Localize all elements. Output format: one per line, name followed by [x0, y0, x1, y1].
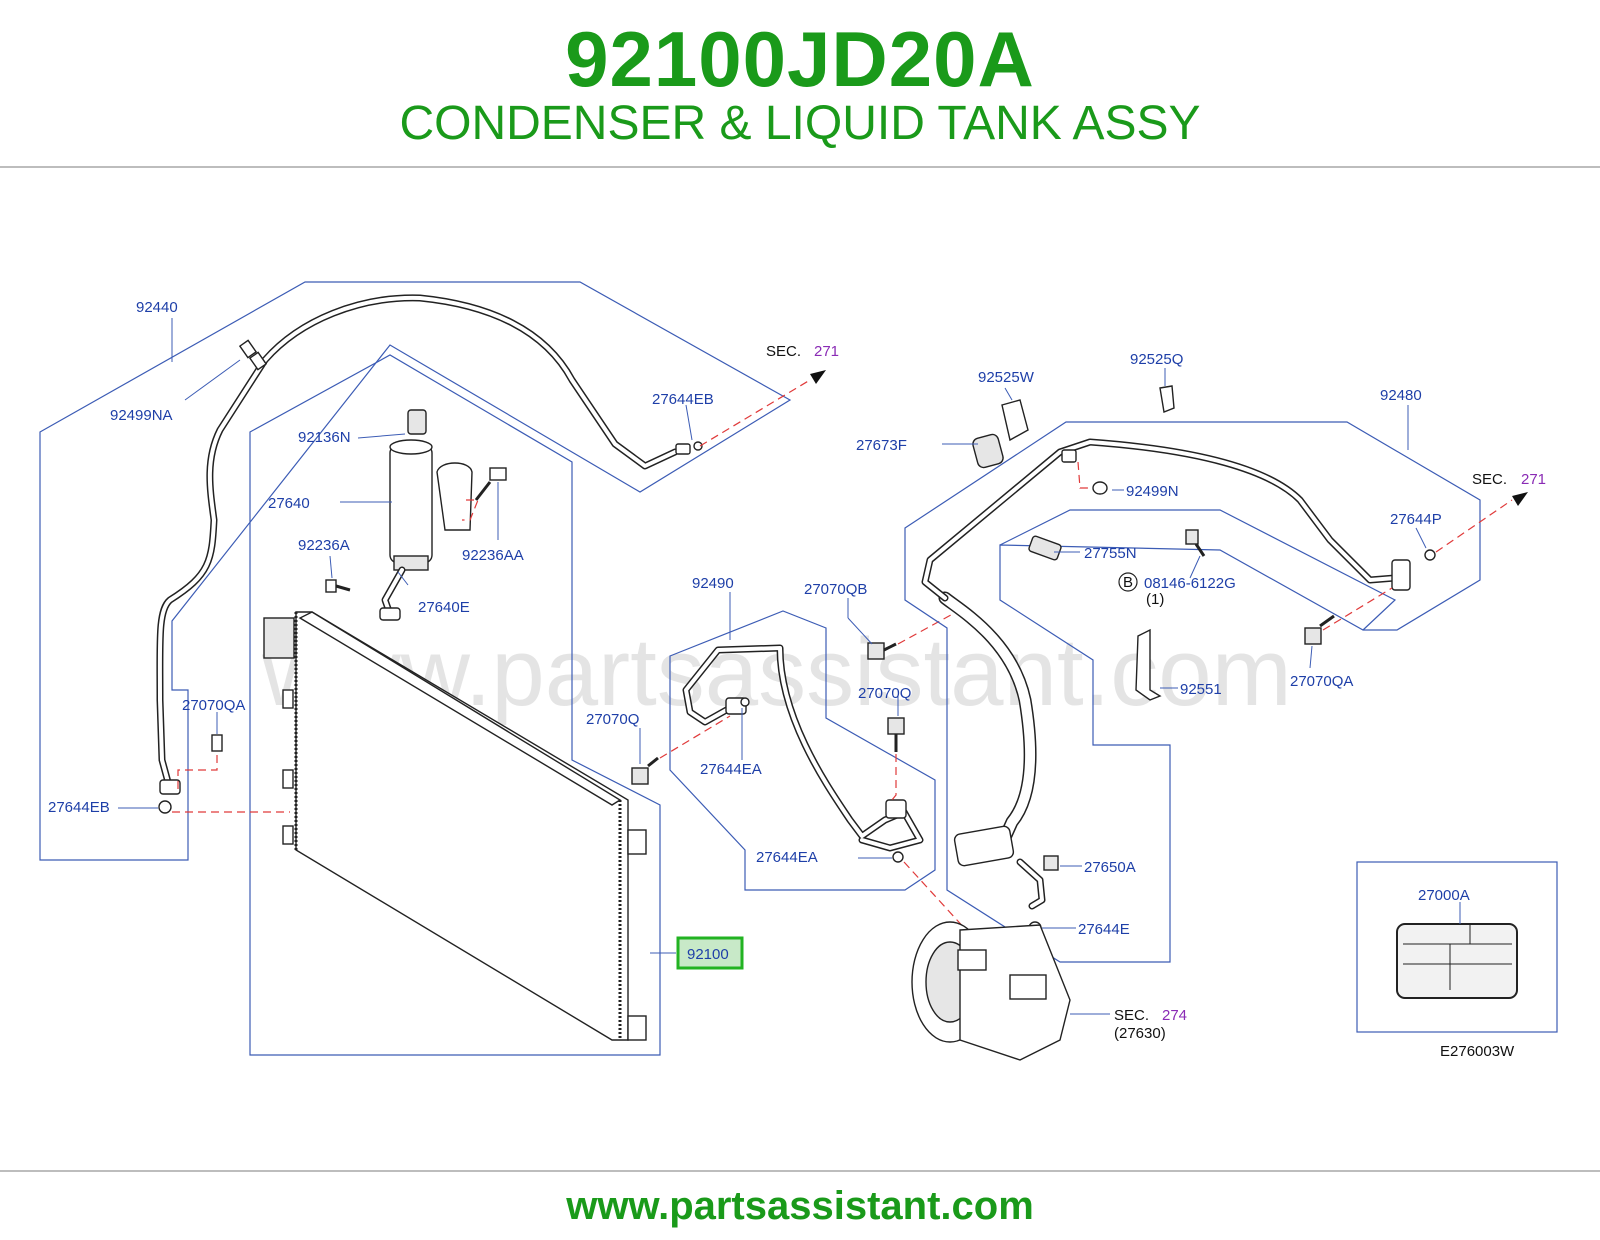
callout-27644ea-a[interactable]: 27644EA — [700, 761, 762, 778]
callout-92499n[interactable]: 92499N — [1126, 483, 1179, 500]
callout-92236a[interactable]: 92236A — [298, 537, 350, 554]
callout-27070qb[interactable]: 27070QB — [804, 581, 867, 598]
callout-92551[interactable]: 92551 — [1180, 681, 1222, 698]
bracket-92551 — [1135, 628, 1162, 701]
callout-92480[interactable]: 92480 — [1380, 387, 1422, 404]
bolt-27070qa-left — [211, 734, 223, 752]
callout-27070qa-right[interactable]: 27070QA — [1290, 673, 1353, 690]
bolt-92236a — [325, 579, 337, 593]
clamp-insulator-27673f — [972, 433, 1004, 469]
sec-ref-271-right[interactable]: 271 — [1521, 471, 1546, 488]
header-divider — [0, 166, 1600, 168]
sec-label-compressor: SEC. — [1114, 1007, 1149, 1024]
callout-92100[interactable]: 92100 — [687, 946, 729, 963]
sec-ref-274[interactable]: 274 — [1162, 1007, 1187, 1024]
callout-08146-6122g[interactable]: 08146-6122G — [1144, 575, 1236, 592]
sec-label-right: SEC. — [1472, 471, 1507, 488]
callout-27650a[interactable]: 27650A — [1084, 859, 1136, 876]
bolt-27070q-a — [631, 767, 649, 785]
cap-92499na-b — [248, 351, 268, 371]
bolt-08146 — [1185, 529, 1199, 545]
header: 92100JD20A CONDENSER & LIQUID TANK ASSY — [0, 0, 1600, 170]
o-ring-27644ea-a — [740, 697, 750, 707]
liquid-tank — [389, 444, 433, 564]
callout-92100-highlighted[interactable]: 92100 — [676, 936, 744, 970]
arrow-sec271-right — [1512, 492, 1528, 506]
condenser-mount-top — [627, 829, 647, 855]
callout-27070qa-left[interactable]: 27070QA — [182, 697, 245, 714]
frame-condenser — [249, 354, 661, 1056]
callout-27644eb-left[interactable]: 27644EB — [48, 799, 110, 816]
pressure-switch — [407, 409, 427, 435]
callout-27000a[interactable]: 27000A — [1418, 887, 1470, 904]
pipe-flange-left — [159, 779, 181, 795]
footer-url[interactable]: www.partsassistant.com — [566, 1184, 1034, 1228]
bolt-27070q-b — [887, 717, 905, 735]
callout-92440[interactable]: 92440 — [136, 299, 178, 316]
callout-27070q-b[interactable]: 27070Q — [858, 685, 911, 702]
compressor-27630 — [911, 921, 1071, 1061]
frame-92490 — [669, 610, 936, 891]
callout-92525w[interactable]: 92525W — [978, 369, 1035, 386]
clamp-92525w — [1001, 399, 1029, 442]
condenser-mount-bottom — [627, 1015, 647, 1041]
callout-08146-qty: (1) — [1146, 591, 1164, 608]
callout-27644p[interactable]: 27644P — [1390, 511, 1442, 528]
hose-block — [953, 825, 1015, 867]
sec-ref-271-top[interactable]: 271 — [814, 343, 839, 360]
nut-27650a — [1043, 855, 1059, 871]
callout-92525q[interactable]: 92525Q — [1130, 351, 1183, 368]
sec-label-top: SEC. — [766, 343, 801, 360]
diagram-code: E276003W — [1440, 1043, 1515, 1060]
frame-92440 — [39, 281, 792, 861]
callout-27070q-a[interactable]: 27070Q — [586, 711, 639, 728]
frame-92480 — [904, 421, 1481, 963]
callout-27644e[interactable]: 27644E — [1078, 921, 1130, 938]
cap-92499n — [1092, 481, 1108, 495]
clamp-92525q — [1159, 385, 1175, 413]
footer-divider — [0, 1170, 1600, 1172]
callout-27630: (27630) — [1114, 1025, 1166, 1042]
frame-27000a — [1356, 861, 1558, 1033]
callout-27755n[interactable]: 27755N — [1084, 545, 1137, 562]
part-name-subtitle: CONDENSER & LIQUID TANK ASSY — [399, 97, 1201, 150]
o-ring-27644ea-b — [892, 851, 904, 863]
cap-92499na-a — [238, 339, 258, 359]
tank-bracket — [436, 462, 473, 531]
o-ring-27644p — [1424, 549, 1436, 561]
condenser-bracket — [263, 617, 295, 659]
callout-92499na[interactable]: 92499NA — [110, 407, 173, 424]
bolt-27070qa-right — [1304, 627, 1322, 645]
callout-92490[interactable]: 92490 — [692, 575, 734, 592]
o-ring-27644eb-top — [693, 441, 703, 451]
o-ring-27644eb-left — [158, 800, 172, 814]
callout-92136n[interactable]: 92136N — [298, 429, 351, 446]
callout-27640e[interactable]: 27640E — [418, 599, 470, 616]
frame-27755n — [999, 509, 1397, 631]
callout-27640[interactable]: 27640 — [268, 495, 310, 512]
bolt-92236aa — [489, 467, 507, 481]
part-number-title: 92100JD20A — [565, 15, 1035, 103]
pipe-flange-right — [1391, 559, 1411, 591]
arrow-sec271-top — [810, 370, 826, 384]
leader-lines — [118, 318, 1461, 1015]
callout-92236aa[interactable]: 92236AA — [462, 547, 524, 564]
callout-27673f[interactable]: 27673F — [856, 437, 907, 454]
pipe-end-top — [675, 443, 691, 455]
bolt-27070qb — [867, 642, 885, 660]
sensor-27755n — [1028, 535, 1062, 561]
label-plate-27000a — [1396, 923, 1518, 999]
bolt-marker-b: B — [1123, 574, 1133, 591]
callout-27644ea-b[interactable]: 27644EA — [756, 849, 818, 866]
callout-27644eb-top[interactable]: 27644EB — [652, 391, 714, 408]
